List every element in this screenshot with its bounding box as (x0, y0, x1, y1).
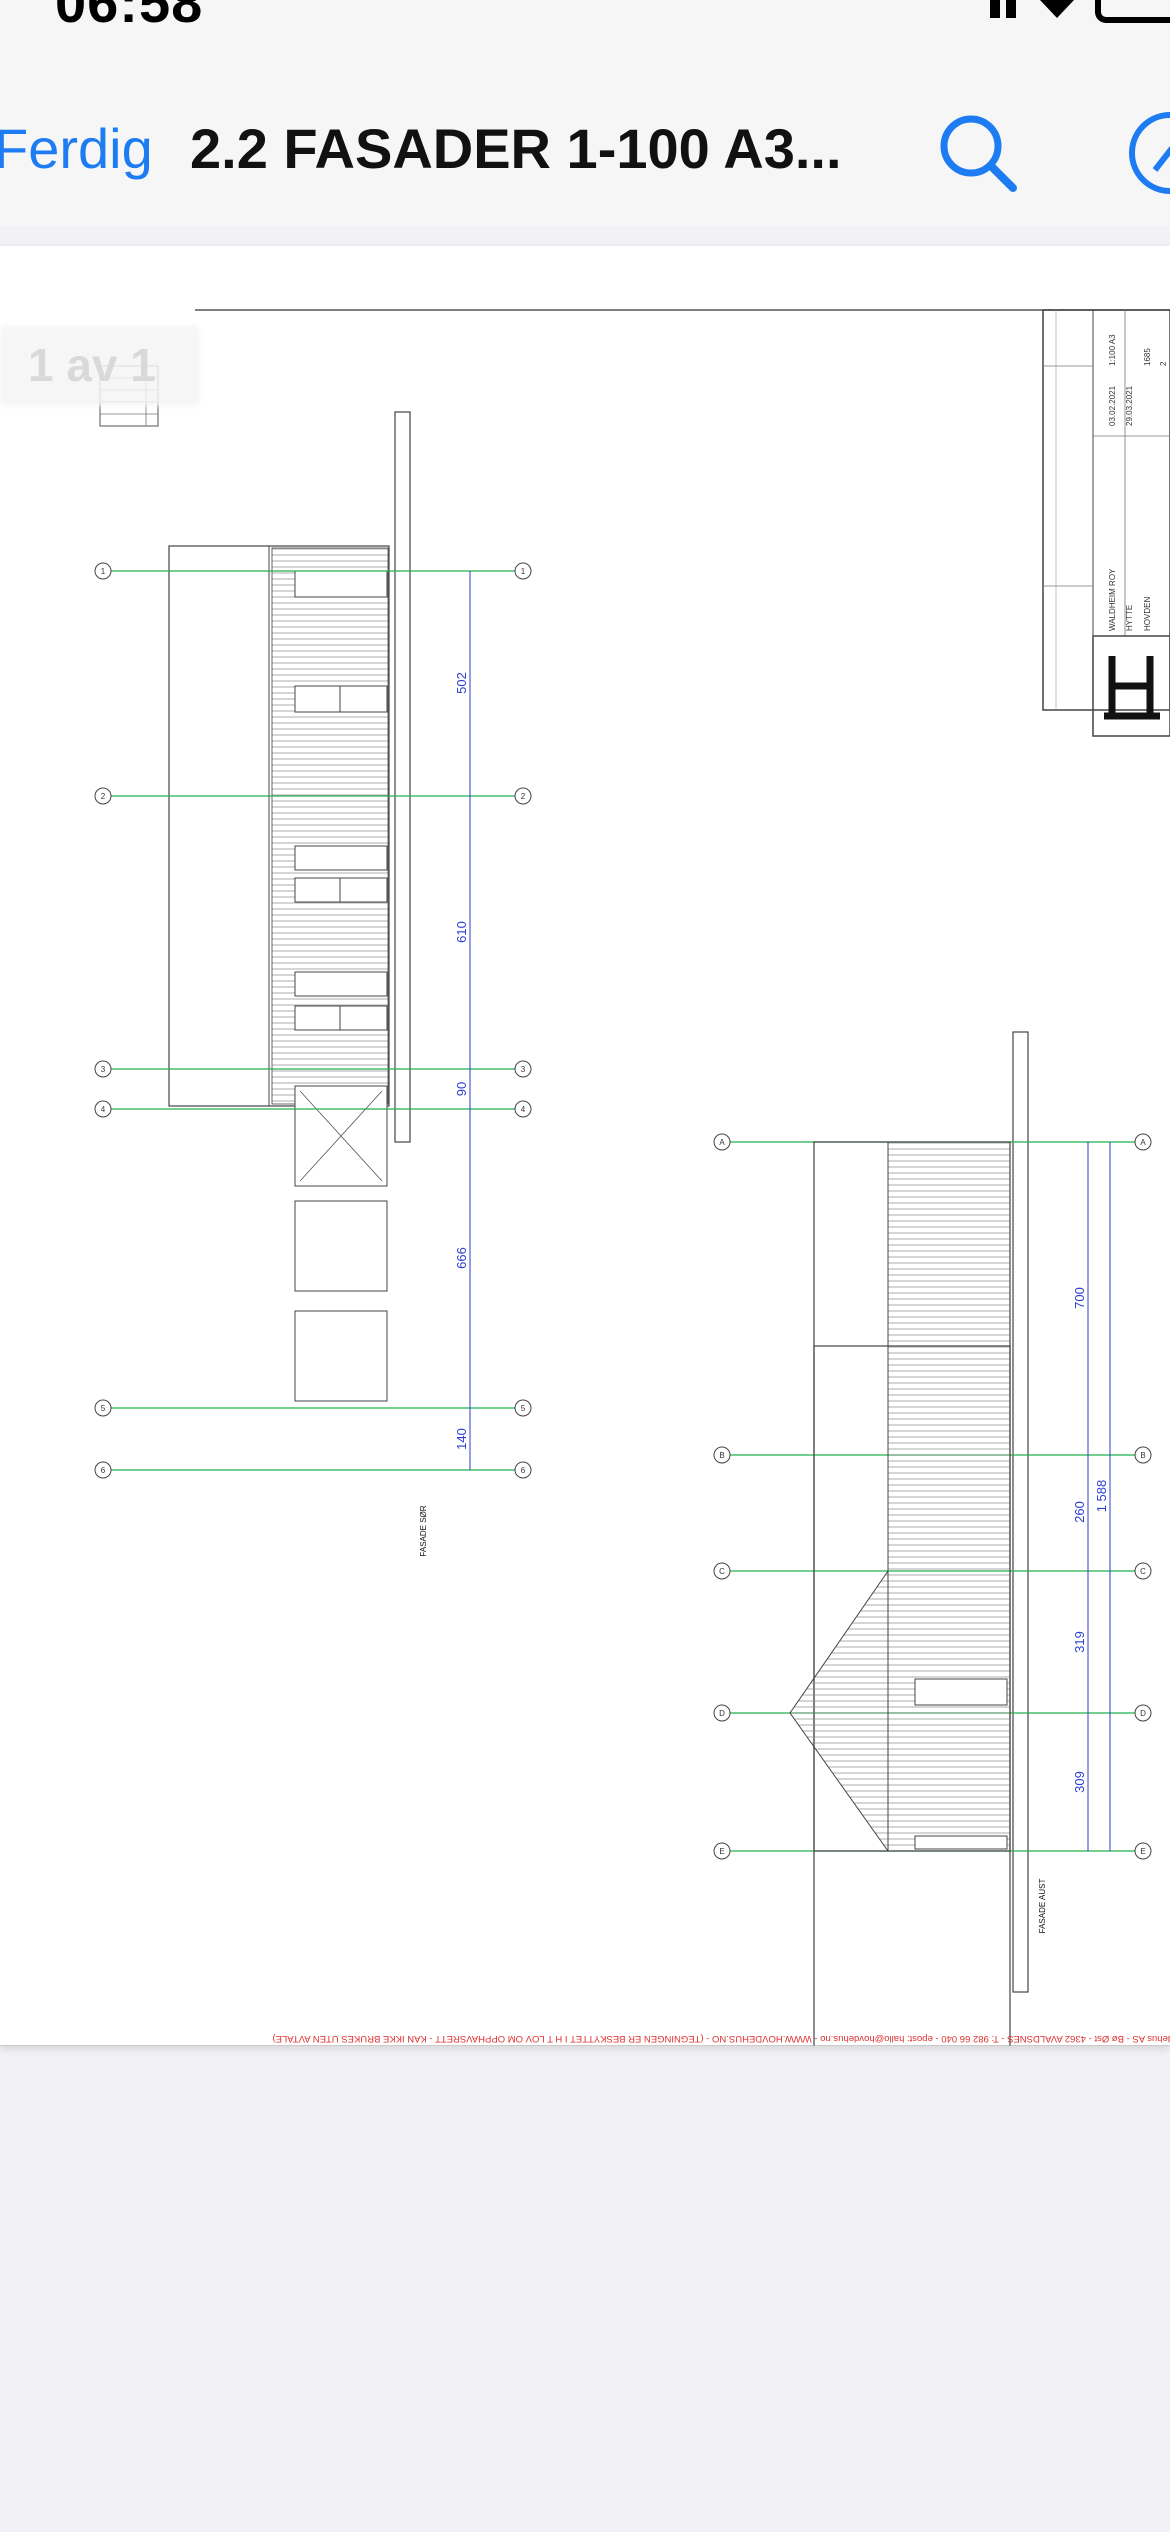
title-block-client: WALDHEIM ROY (1108, 568, 1117, 631)
south-grid-label: 4 (521, 1105, 526, 1114)
page-indicator: 1 av 1 (28, 339, 156, 391)
south-grid-bubble (514, 562, 532, 580)
south-grid-bubble (94, 562, 112, 580)
facade-south-label: FASADE SØR (419, 1505, 428, 1556)
east-dimension-text: 309 (1072, 1771, 1087, 1793)
east-grid-bubble (713, 1446, 731, 1464)
battery-icon (1095, 0, 1170, 23)
title-block-revision: 2 (1159, 361, 1168, 366)
south-grid-label: 6 (101, 1466, 106, 1475)
south-dimension-text: 140 (454, 1428, 469, 1450)
east-grid-label: C (1140, 1567, 1146, 1576)
status-time: 06:58 (55, 0, 204, 34)
title-block-number: 1685 (1143, 348, 1152, 366)
company-logo-icon (1104, 656, 1160, 720)
east-grid-bubble (713, 1133, 731, 1151)
south-grid-bubble (514, 1060, 532, 1078)
east-grid-label: D (719, 1709, 725, 1718)
east-window (914, 1678, 1008, 1706)
search-button[interactable] (935, 110, 1021, 196)
title-block-type: HYTTE (1125, 605, 1134, 631)
search-icon (940, 115, 1017, 192)
south-grid-label: 4 (101, 1105, 106, 1114)
east-grid-label: D (1140, 1709, 1146, 1718)
south-grid-bubble (94, 1060, 112, 1078)
south-dimension-text: 610 (454, 921, 469, 943)
east-grid-bubble (1134, 1446, 1152, 1464)
title-block (1042, 309, 1170, 737)
facade-east-label: FASADE AUST (1038, 1879, 1047, 1934)
east-dimension-text: 260 (1072, 1501, 1087, 1523)
east-grid-bubble (713, 1562, 731, 1580)
south-grid-bubble (514, 1399, 532, 1417)
south-grid-bubble (94, 787, 112, 805)
east-grid-bubble (713, 1842, 731, 1860)
markup-pen-icon (1129, 112, 1170, 194)
title-block-date-1: 03.02.2021 (1108, 385, 1117, 426)
south-grid-bubble (94, 1100, 112, 1118)
east-grid-label: E (1140, 1847, 1145, 1856)
document-viewer[interactable]: WALDHEIM ROY HYTTE HOVDEN 03.02.2021 29.… (0, 226, 1170, 2116)
east-grid-label: A (1140, 1138, 1146, 1147)
east-grid-bubble (1134, 1562, 1152, 1580)
east-dimension-text: 319 (1072, 1631, 1087, 1653)
east-grid-label: C (719, 1567, 725, 1576)
signal-icon (990, 0, 1016, 18)
empty-area (0, 2116, 1170, 2532)
south-grid-label: 2 (101, 792, 106, 801)
east-grid-bubble (1134, 1133, 1152, 1151)
south-grid-label: 5 (521, 1404, 526, 1413)
nav-bar: Ferdig 2.2 FASADER 1-100 A3... (0, 40, 1170, 228)
title-block-scale: 1:100 A3 (1108, 334, 1117, 366)
facade-drawing: WALDHEIM ROY HYTTE HOVDEN 03.02.2021 29.… (0, 309, 1170, 2046)
south-grid-bubble (94, 1399, 112, 1417)
markup-button[interactable] (1125, 108, 1170, 198)
south-grid-label: 2 (521, 792, 526, 801)
south-grid-label: 1 (521, 567, 526, 576)
south-grid-bubble (514, 1461, 532, 1479)
south-grid-label: 1 (101, 567, 106, 576)
south-grid-bubble (94, 1461, 112, 1479)
document-title: 2.2 FASADER 1-100 A3... (190, 117, 842, 180)
east-cladding (789, 1141, 1011, 1852)
south-grid-label: 5 (101, 1404, 106, 1413)
east-grid-bubble (1134, 1704, 1152, 1722)
east-grid-label: E (719, 1847, 724, 1856)
south-grid-bubble (514, 1100, 532, 1118)
south-grid-label: 3 (521, 1065, 526, 1074)
title-block-text: WALDHEIM ROY HYTTE HOVDEN 03.02.2021 29.… (1108, 334, 1168, 631)
title-block-model: HOVDEN (1143, 597, 1152, 631)
status-icons (990, 0, 1170, 23)
drawing-footer: Hovdehus AS - Bø Øst - 4362 AVALDSNES - … (272, 2033, 1170, 2044)
south-dimension-text: 90 (454, 1082, 469, 1096)
east-grid-bubble (713, 1704, 731, 1722)
facade-south (168, 411, 411, 1402)
south-dimension-text: 502 (454, 672, 469, 694)
east-total-dimension-text: 1 588 (1094, 1480, 1109, 1513)
south-dimension-text: 666 (454, 1247, 469, 1269)
south-grid-label: 3 (101, 1065, 106, 1074)
done-button[interactable]: Ferdig (0, 116, 153, 181)
east-grid-bubble (1134, 1842, 1152, 1860)
east-dimension-text: 700 (1072, 1287, 1087, 1309)
east-grid-label: B (719, 1451, 724, 1460)
east-vent (914, 1835, 1008, 1850)
pdf-page[interactable]: WALDHEIM ROY HYTTE HOVDEN 03.02.2021 29.… (0, 246, 1170, 2046)
wifi-icon (1040, 0, 1074, 18)
title-block-date-2: 29.03.2021 (1125, 385, 1134, 426)
south-grid-bubble (514, 787, 532, 805)
east-grid-label: B (1140, 1451, 1145, 1460)
south-grid-label: 6 (521, 1466, 526, 1475)
page-indicator-bg (0, 326, 200, 406)
east-grid-label: A (719, 1138, 725, 1147)
status-bar: 06:58 (0, 0, 1170, 40)
